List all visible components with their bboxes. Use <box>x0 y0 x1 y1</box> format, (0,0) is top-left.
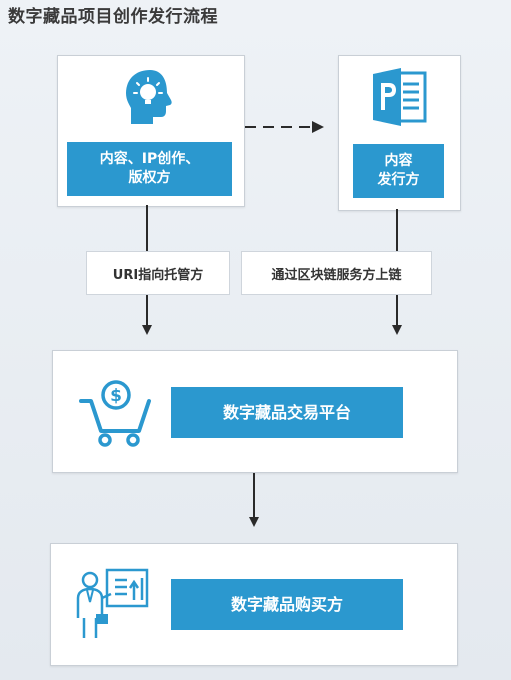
publisher-card: 内容 发行方 <box>338 55 461 211</box>
creator-label-box: 内容、IP创作、 版权方 <box>67 142 232 196</box>
publisher-label-box: 内容 发行方 <box>353 144 444 198</box>
powerpoint-document-icon <box>373 68 427 126</box>
svg-text:$: $ <box>110 386 122 406</box>
arrowhead-platform-to-buyer <box>249 517 259 527</box>
connector-platform-to-buyer <box>253 471 255 518</box>
shopping-cart-dollar-icon: $ <box>79 380 151 447</box>
platform-card: $ 数字藏品交易平台 <box>52 350 458 473</box>
creator-label-line2: 版权方 <box>128 170 171 186</box>
edge-label-chain: 通过区块链服务方上链 <box>241 251 432 295</box>
head-lightbulb-icon <box>126 70 172 124</box>
publisher-label-line1: 内容 <box>384 153 413 170</box>
creator-card: 内容、IP创作、 版权方 <box>57 55 245 207</box>
creator-label-line1: 内容、IP创作、 <box>99 151 200 168</box>
arrowhead-creator-to-platform <box>142 325 152 335</box>
buyer-label-box: 数字藏品购买方 <box>171 579 403 630</box>
arrowhead-publisher-to-platform <box>392 325 402 335</box>
person-at-board-icon <box>76 568 149 638</box>
buyer-card: 数字藏品购买方 <box>50 543 458 666</box>
edge-label-uri: URI指向托管方 <box>86 251 230 295</box>
publisher-label-line2: 发行方 <box>377 172 420 188</box>
platform-label-box: 数字藏品交易平台 <box>171 387 403 438</box>
page-title: 数字藏品项目创作发行流程 <box>8 7 218 27</box>
